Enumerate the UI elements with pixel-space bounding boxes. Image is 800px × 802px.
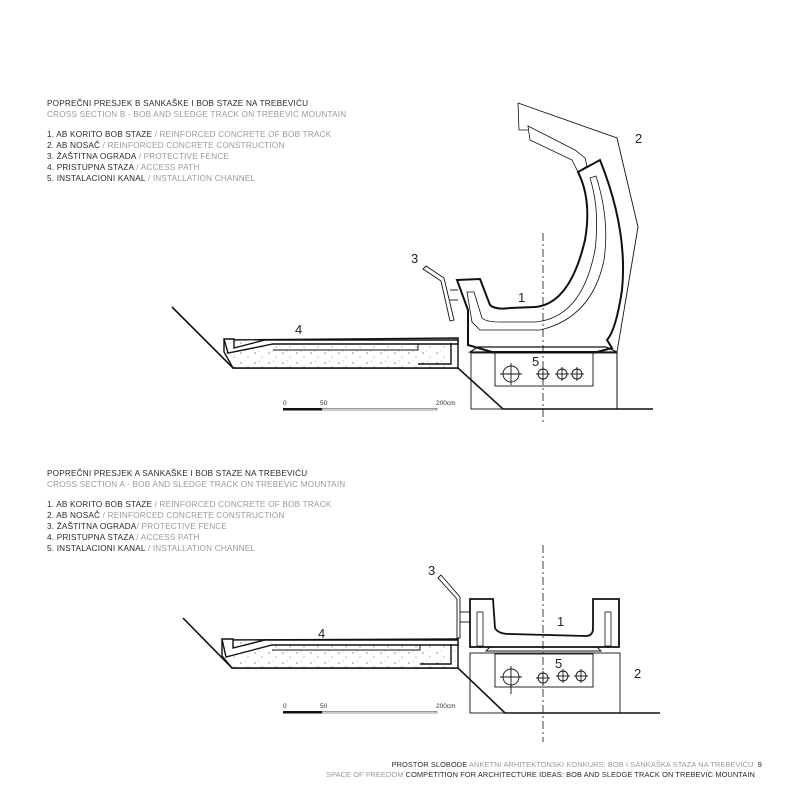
section-b-title: POPREČNI PRESJEK B SANKAŠKE I BOB STAZE … [47, 99, 309, 108]
access-path-slab [221, 638, 459, 669]
installation-channel [469, 652, 621, 714]
legend-item: 2. AB NOSAČ / REINFORCED CONCRETE CONSTR… [47, 511, 285, 520]
bob-track-trough [469, 598, 620, 648]
callout-5: 5 [555, 656, 562, 671]
scale-label-end: 200cm [436, 703, 456, 710]
callout-1: 1 [518, 290, 525, 305]
pipes [500, 666, 588, 694]
legend-item: 4. PRISTUPNA STAZA / ACCESS PATH [47, 163, 200, 172]
section-b-drawing [171, 102, 653, 422]
callout-2: 2 [635, 131, 642, 146]
legend-item: 3. ŽAŠTITNA OGRADA/ PROTECTIVE FENCE [47, 522, 228, 531]
bob-track-shell [455, 158, 625, 353]
section-b-legend: POPREČNI PRESJEK B SANKAŠKE I BOB STAZE … [47, 98, 346, 184]
callout-3: 3 [428, 563, 435, 578]
legend-item: 1. AB KORITO BOB STAZE / REINFORCED CONC… [47, 500, 332, 509]
scale-label-zero: 0 [283, 400, 287, 407]
legend-item: 5. INSTALACIONI KANAL / INSTALLATION CHA… [47, 544, 256, 553]
section-a-subtitle: CROSS SECTION A - BOB AND SLEDGE TRACK O… [47, 480, 346, 489]
callout-4: 4 [295, 322, 302, 337]
access-path-slab [223, 337, 459, 369]
footer-line-2: SPACE OF FREEDOM COMPETITION FOR ARCHITE… [326, 770, 755, 779]
section-a-legend: POPREČNI PRESJEK A SANKAŠKE I BOB STAZE … [47, 468, 345, 554]
scale-label-zero: 0 [283, 703, 287, 710]
legend-item: 1. AB KORITO BOB STAZE / REINFORCED CONC… [47, 130, 332, 139]
callout-4: 4 [318, 626, 325, 641]
scale-label-mid: 50 [320, 703, 328, 710]
page-number: 9 [757, 760, 762, 769]
scale-label-end: 200cm [436, 400, 456, 407]
protective-fence [422, 265, 455, 322]
callout-1: 1 [557, 614, 564, 629]
scale-bar [283, 711, 438, 714]
footer-line-1: PROSTOR SLOBODE ANKETNI ARHITEKTONSKI KO… [391, 760, 762, 769]
callout-5: 5 [532, 354, 539, 369]
scale-label-mid: 50 [320, 400, 328, 407]
legend-item: 5. INSTALACIONI KANAL / INSTALLATION CHA… [47, 174, 256, 183]
section-b-subtitle: CROSS SECTION B - BOB AND SLEDGE TRACK O… [47, 110, 347, 119]
protective-fence [437, 574, 461, 639]
section-a-title: POPREČNI PRESJEK A SANKAŠKE I BOB STAZE … [47, 469, 308, 478]
pipes [500, 363, 584, 385]
legend-item: 4. PRISTUPNA STAZA / ACCESS PATH [47, 533, 200, 542]
legend-item: 3. ŽAŠTITNA OGRADA / PROTECTIVE FENCE [47, 152, 230, 161]
scale-bar [283, 408, 438, 411]
callout-3: 3 [411, 251, 418, 266]
legend-item: 2. AB NOSAČ / REINFORCED CONCRETE CONSTR… [47, 141, 285, 150]
section-a-drawing [182, 545, 660, 742]
callout-2: 2 [634, 666, 641, 681]
